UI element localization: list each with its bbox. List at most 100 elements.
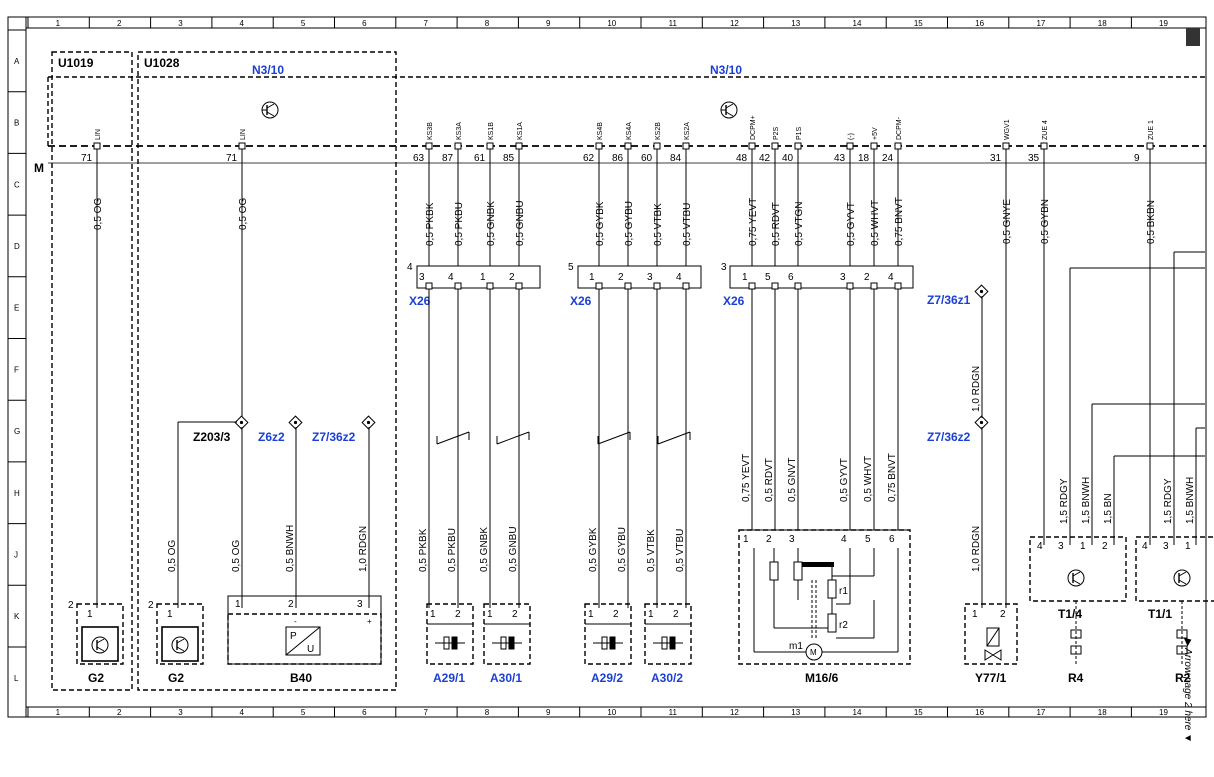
m16-6-housing [738, 529, 911, 665]
grid-col-label-top: 14 [853, 19, 862, 28]
pin-signal-label: KS3B [427, 122, 434, 140]
lower-wire-label: 0,5 GYVT [839, 458, 850, 502]
grid-row-label: G [14, 427, 20, 436]
grid-row-label: J [14, 550, 18, 559]
x26-pin-number: 1 [480, 272, 486, 283]
grid-col-label-bottom: 4 [240, 708, 245, 717]
upper-wire-label: 0,5 GYVT [846, 202, 857, 246]
pin-signal-label: LIN [240, 129, 247, 140]
lower-wire-label: 0,5 GNBU [508, 526, 519, 572]
grid-col-label-bottom: 9 [546, 708, 551, 717]
pin-signal-label: KS1A [517, 122, 524, 140]
b40-u: U [307, 644, 314, 655]
pin-terminal [454, 142, 462, 150]
upper-wire-label: 0,5 PKBK [425, 202, 436, 246]
pin-number: 86 [612, 153, 624, 164]
grid-col-label-bottom: 8 [485, 708, 490, 717]
pin-terminal [1146, 142, 1154, 150]
b40-pin-1: 1 [235, 599, 241, 610]
grid-col-label-top: 4 [240, 19, 245, 28]
b40-label: B40 [290, 671, 312, 685]
upper-wire-label: 0,5 GNYE [1002, 199, 1013, 244]
y77-1-valve-icon [986, 627, 1000, 647]
x26-pin-terminal [425, 282, 433, 290]
grid-col-label-bottom: 3 [178, 708, 183, 717]
knock-sensor-housing [426, 603, 474, 665]
t1-4-housing [1029, 536, 1127, 602]
upper-wire-label: 0,5 WHVT [870, 200, 881, 246]
x26-pin-number: 5 [765, 272, 771, 283]
splice-z7-36z2-left [361, 415, 376, 430]
t1-1-pin-4: 4 [1142, 541, 1148, 552]
lower-wire-label: 0,5 OG [167, 540, 178, 572]
pin-terminal [894, 142, 902, 150]
b40-plus: + [367, 617, 372, 626]
grid-row-label: C [14, 180, 20, 189]
connecting-wires [96, 160, 1205, 608]
grid-col-label-bottom: 16 [975, 708, 984, 717]
x26-pin-number: 1 [589, 272, 595, 283]
knock-sensor-housing [644, 603, 692, 665]
lower-wire-label: 0,5 BNWH [285, 525, 296, 572]
grid-col-label-top: 11 [669, 19, 678, 28]
grid-col-label-top: 6 [362, 19, 367, 28]
pin-number: 61 [474, 153, 486, 164]
grid-col-label-bottom: 6 [362, 708, 367, 717]
pin-number: 60 [641, 153, 653, 164]
t1-1-housing [1135, 536, 1214, 602]
lower-wire-label: 1,5 RDGY [1163, 478, 1174, 524]
x26-pin-terminal [894, 282, 902, 290]
grid-col-label-bottom: 13 [791, 708, 800, 717]
page-continuation-note[interactable]: ▶ Arrow page 2 here ▼ [1182, 637, 1193, 743]
pin-number: 71 [81, 153, 93, 164]
lower-wire-label: 0,75 YEVT [741, 454, 752, 502]
x26-pin-number: 2 [618, 272, 624, 283]
lower-wire-label: 0,5 VTBK [646, 529, 657, 572]
lower-wire-label: 1,0 RDGN [971, 526, 982, 572]
r4-label: R4 [1068, 671, 1084, 685]
grid-col-label-bottom: 11 [669, 708, 678, 717]
t1-1-pin-1: 1 [1185, 541, 1191, 552]
knock-sensor-pin: 1 [430, 609, 436, 620]
knock-sensor-pin: 2 [455, 609, 461, 620]
knock-sensor-pin: 1 [648, 609, 654, 620]
t1-4-label: T1/4 [1058, 607, 1082, 621]
y77-1-valve-diagonal [986, 627, 1000, 647]
upper-wire-label: 0,5 BKBN [1146, 200, 1157, 244]
grid-col-label-top: 8 [485, 19, 490, 28]
x26-5-connector [577, 265, 702, 289]
x26-pin-number: 4 [676, 272, 682, 283]
lower-wire-label: 0,75 BNVT [887, 453, 898, 502]
upper-wire-label: 0,5 PKBU [454, 202, 465, 246]
g2-a-sensor-icon [91, 636, 109, 654]
m16-6-pin: 4 [841, 534, 847, 545]
pin-signal-label: KS1B [488, 122, 495, 140]
lower-wire-label: 0,5 PKBK [418, 528, 429, 572]
lower-wire-label: 0,5 GNBK [479, 527, 490, 572]
upper-wire-label: 0,5 VTGN [794, 202, 805, 246]
pin-terminal [794, 142, 802, 150]
splice-z203-3 [234, 415, 249, 430]
u1028-label: U1028 [144, 56, 180, 70]
pin-number: 24 [882, 153, 894, 164]
sensor-contacts [436, 431, 691, 445]
pin-terminal [682, 142, 690, 150]
lower-wire-label: 1,0 RDGN [358, 526, 369, 572]
x26-pin-number: 3 [419, 272, 425, 283]
grid-row-label: K [14, 612, 20, 621]
x26-5-number: 5 [568, 262, 574, 273]
y77-1-label: Y77/1 [975, 671, 1007, 685]
lower-wire-label: 0,5 RDVT [764, 458, 775, 502]
g2-b-label: G2 [168, 671, 184, 685]
x26-pin-number: 6 [788, 272, 794, 283]
lower-wire-label: 1,0 RDGN [971, 366, 982, 412]
grid-row-label: L [14, 674, 19, 683]
knock-sensor-pin: 2 [673, 609, 679, 620]
grid-col-label-top: 16 [975, 19, 984, 28]
knock-sensor-pin: 2 [613, 609, 619, 620]
x26-3-connector [729, 265, 914, 289]
x26-pin-terminal [771, 282, 779, 290]
b40-body [227, 613, 382, 665]
m16-6-motor-m: M [810, 648, 817, 657]
